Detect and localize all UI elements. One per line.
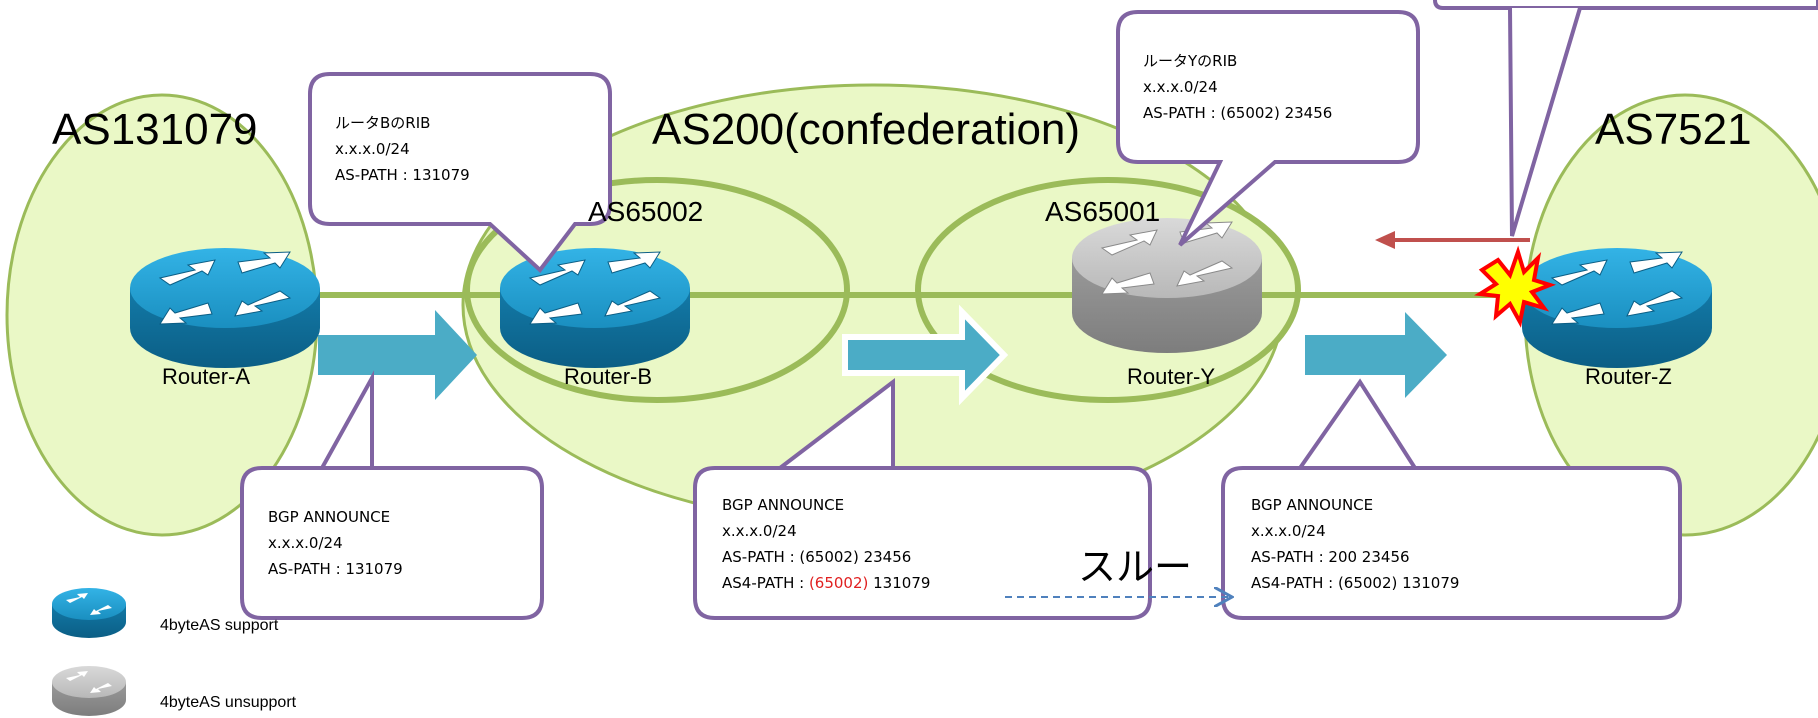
router-y-label: Router-Y bbox=[1127, 364, 1216, 389]
callout-partial-top-right bbox=[1433, 0, 1818, 237]
reject-arrow bbox=[1375, 231, 1530, 249]
callout-announce-b-text: BGP ANNOUNCE x.x.x.0/24 AS-PATH : (65002… bbox=[722, 492, 930, 596]
router-a-icon bbox=[130, 248, 320, 368]
announce-b-line3: AS-PATH : (65002) 23456 bbox=[722, 548, 912, 566]
announce-a-line3: AS-PATH : 131079 bbox=[268, 560, 403, 578]
rib-b-line1: ルータBのRIB bbox=[335, 114, 431, 132]
router-a-label: Router-A bbox=[162, 364, 251, 389]
announce-b-line1: BGP ANNOUNCE bbox=[722, 496, 845, 514]
callout-rib-b bbox=[308, 72, 612, 273]
announce-arrow-y-z bbox=[1305, 312, 1447, 398]
announce-arrow-b-y bbox=[842, 304, 1009, 406]
callout-rib-y bbox=[1116, 10, 1420, 247]
callout-rib-y-text: ルータYのRIB x.x.x.0/24 AS-PATH : (65002) 23… bbox=[1143, 48, 1332, 126]
callout-announce-y-text: BGP ANNOUNCE x.x.x.0/24 AS-PATH : 200 23… bbox=[1251, 492, 1459, 596]
router-b-icon bbox=[500, 248, 690, 368]
announce-y-line2: x.x.x.0/24 bbox=[1251, 522, 1326, 540]
legend-supported-icon bbox=[52, 588, 126, 638]
through-label: スルー bbox=[1078, 545, 1193, 589]
router-z-label: Router-Z bbox=[1585, 364, 1672, 389]
as200-label: AS200(confederation) bbox=[652, 105, 1081, 154]
announce-y-line3: AS-PATH : 200 23456 bbox=[1251, 548, 1410, 566]
rib-b-line2: x.x.x.0/24 bbox=[335, 140, 410, 158]
error-burst-icon bbox=[1474, 245, 1557, 328]
rib-b-line3: AS-PATH : 131079 bbox=[335, 166, 470, 184]
as131079-label: AS131079 bbox=[52, 105, 258, 154]
as4path-suffix: 131079 bbox=[868, 574, 931, 592]
rib-y-line1: ルータYのRIB bbox=[1143, 52, 1238, 70]
callout-announce-a-text: BGP ANNOUNCE x.x.x.0/24 AS-PATH : 131079 bbox=[268, 504, 403, 582]
router-z-icon bbox=[1522, 248, 1712, 368]
rib-y-line2: x.x.x.0/24 bbox=[1143, 78, 1218, 96]
callout-announce-a bbox=[240, 370, 544, 620]
legend-unsupported-icon bbox=[52, 666, 126, 716]
announce-a-line2: x.x.x.0/24 bbox=[268, 534, 343, 552]
as4path-prefix: AS4-PATH : bbox=[722, 574, 809, 592]
as65001-label: AS65001 bbox=[1045, 196, 1161, 227]
router-y-icon bbox=[1072, 218, 1262, 353]
announce-y-line1: BGP ANNOUNCE bbox=[1251, 496, 1374, 514]
announce-arrow-a-b bbox=[318, 310, 477, 400]
legend-unsupported-label: 4byteAS unsupport bbox=[160, 694, 297, 711]
as4path-highlight: (65002) bbox=[808, 574, 869, 592]
announce-b-line4: AS4-PATH : (65002) 131079 bbox=[722, 570, 930, 596]
announce-y-line4: AS4-PATH : (65002) 131079 bbox=[1251, 574, 1460, 592]
as7521-label: AS7521 bbox=[1595, 105, 1752, 154]
callout-announce-y bbox=[1221, 378, 1682, 620]
router-b-label: Router-B bbox=[564, 364, 653, 389]
announce-a-line1: BGP ANNOUNCE bbox=[268, 508, 391, 526]
callout-rib-b-text: ルータBのRIB x.x.x.0/24 AS-PATH : 131079 bbox=[335, 110, 470, 188]
rib-y-line3: AS-PATH : (65002) 23456 bbox=[1143, 104, 1333, 122]
legend-supported-label: 4byteAS support bbox=[160, 617, 279, 634]
announce-b-line2: x.x.x.0/24 bbox=[722, 522, 797, 540]
callout-announce-b bbox=[693, 377, 1152, 620]
as65002-label: AS65002 bbox=[588, 196, 704, 227]
